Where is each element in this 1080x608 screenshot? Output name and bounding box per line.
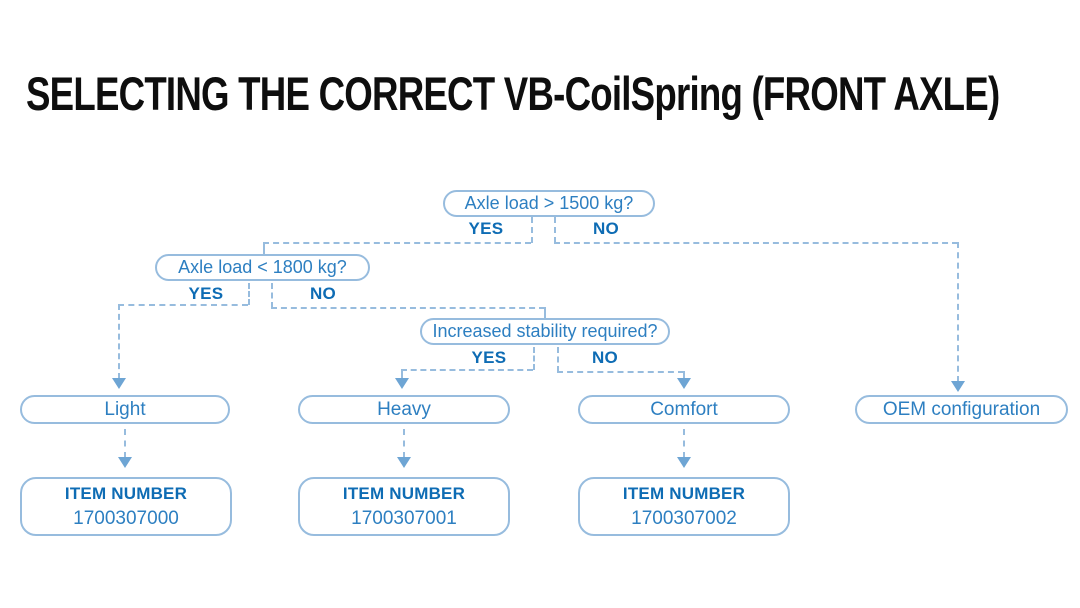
connector-q3-no-horizontal xyxy=(557,371,684,373)
connector-q1-no-stub xyxy=(554,217,556,243)
connector-q3-no-drop xyxy=(683,371,685,379)
result-heavy-label: Heavy xyxy=(377,398,431,420)
item-heading: ITEM NUMBER xyxy=(64,483,188,503)
decision-increased-stability: Increased stability required? xyxy=(420,318,670,345)
page-title: SELECTING THE CORRECT VB-CoilSpring (FRO… xyxy=(26,67,1000,120)
connector-q1-no-drop xyxy=(957,242,959,382)
decision-axle-load-1800: Axle load < 1800 kg? xyxy=(155,254,370,281)
connector-q2-no-stub xyxy=(271,283,273,308)
connector-q1-yes-horizontal xyxy=(263,242,531,244)
arrow-down-icon xyxy=(677,457,691,468)
q3-no-label: NO xyxy=(591,348,619,367)
decision-axle-load-1500: Axle load > 1500 kg? xyxy=(443,190,655,217)
connector-q1-yes-stub xyxy=(531,217,533,243)
result-heavy: Heavy xyxy=(298,395,510,424)
q1-yes-label: YES xyxy=(468,219,504,238)
connector-q3-yes-horizontal xyxy=(401,369,533,371)
connector-q1-no-horizontal xyxy=(554,242,958,244)
item-box-light: ITEM NUMBER 1700307000 xyxy=(20,477,232,536)
result-oem-configuration-label: OEM configuration xyxy=(882,398,1041,420)
connector-q2-yes-horizontal xyxy=(118,304,248,306)
result-light: Light xyxy=(20,395,230,424)
connector-q2-yes-drop xyxy=(118,304,120,379)
connector-comfort-item xyxy=(683,429,685,458)
arrow-down-icon xyxy=(677,378,691,389)
arrow-down-icon xyxy=(112,378,126,389)
result-oem-configuration: OEM configuration xyxy=(855,395,1068,424)
result-comfort-label: Comfort xyxy=(650,398,718,420)
result-light-label: Light xyxy=(104,398,146,420)
item-box-comfort: ITEM NUMBER 1700307002 xyxy=(578,477,790,536)
q2-yes-label: YES xyxy=(188,284,224,303)
q2-no-label: NO xyxy=(309,284,337,303)
item-box-heavy: ITEM NUMBER 1700307001 xyxy=(298,477,510,536)
connector-heavy-item xyxy=(403,429,405,458)
item-number: 1700307001 xyxy=(351,507,457,529)
arrow-down-icon xyxy=(397,457,411,468)
connector-light-item xyxy=(124,429,126,458)
decision-axle-load-1800-label: Axle load < 1800 kg? xyxy=(178,257,347,277)
result-comfort: Comfort xyxy=(578,395,790,424)
connector-q3-yes-drop xyxy=(401,369,403,379)
arrow-down-icon xyxy=(395,378,409,389)
connector-q2-no-drop xyxy=(544,307,546,318)
item-heading: ITEM NUMBER xyxy=(622,483,746,503)
arrow-down-icon xyxy=(951,381,965,392)
connector-q2-no-horizontal xyxy=(271,307,545,309)
item-number: 1700307002 xyxy=(631,507,737,529)
arrow-down-icon xyxy=(118,457,132,468)
connector-q3-no-stub xyxy=(557,347,559,372)
item-number: 1700307000 xyxy=(73,507,179,529)
q3-yes-label: YES xyxy=(471,348,507,367)
decision-axle-load-1500-label: Axle load > 1500 kg? xyxy=(464,193,634,213)
item-heading: ITEM NUMBER xyxy=(342,483,466,503)
connector-q2-yes-stub xyxy=(248,283,250,305)
connector-q3-yes-stub xyxy=(533,347,535,370)
q1-no-label: NO xyxy=(592,219,620,238)
connector-q1-yes-drop xyxy=(263,242,265,254)
decision-increased-stability-label: Increased stability required? xyxy=(432,321,658,341)
